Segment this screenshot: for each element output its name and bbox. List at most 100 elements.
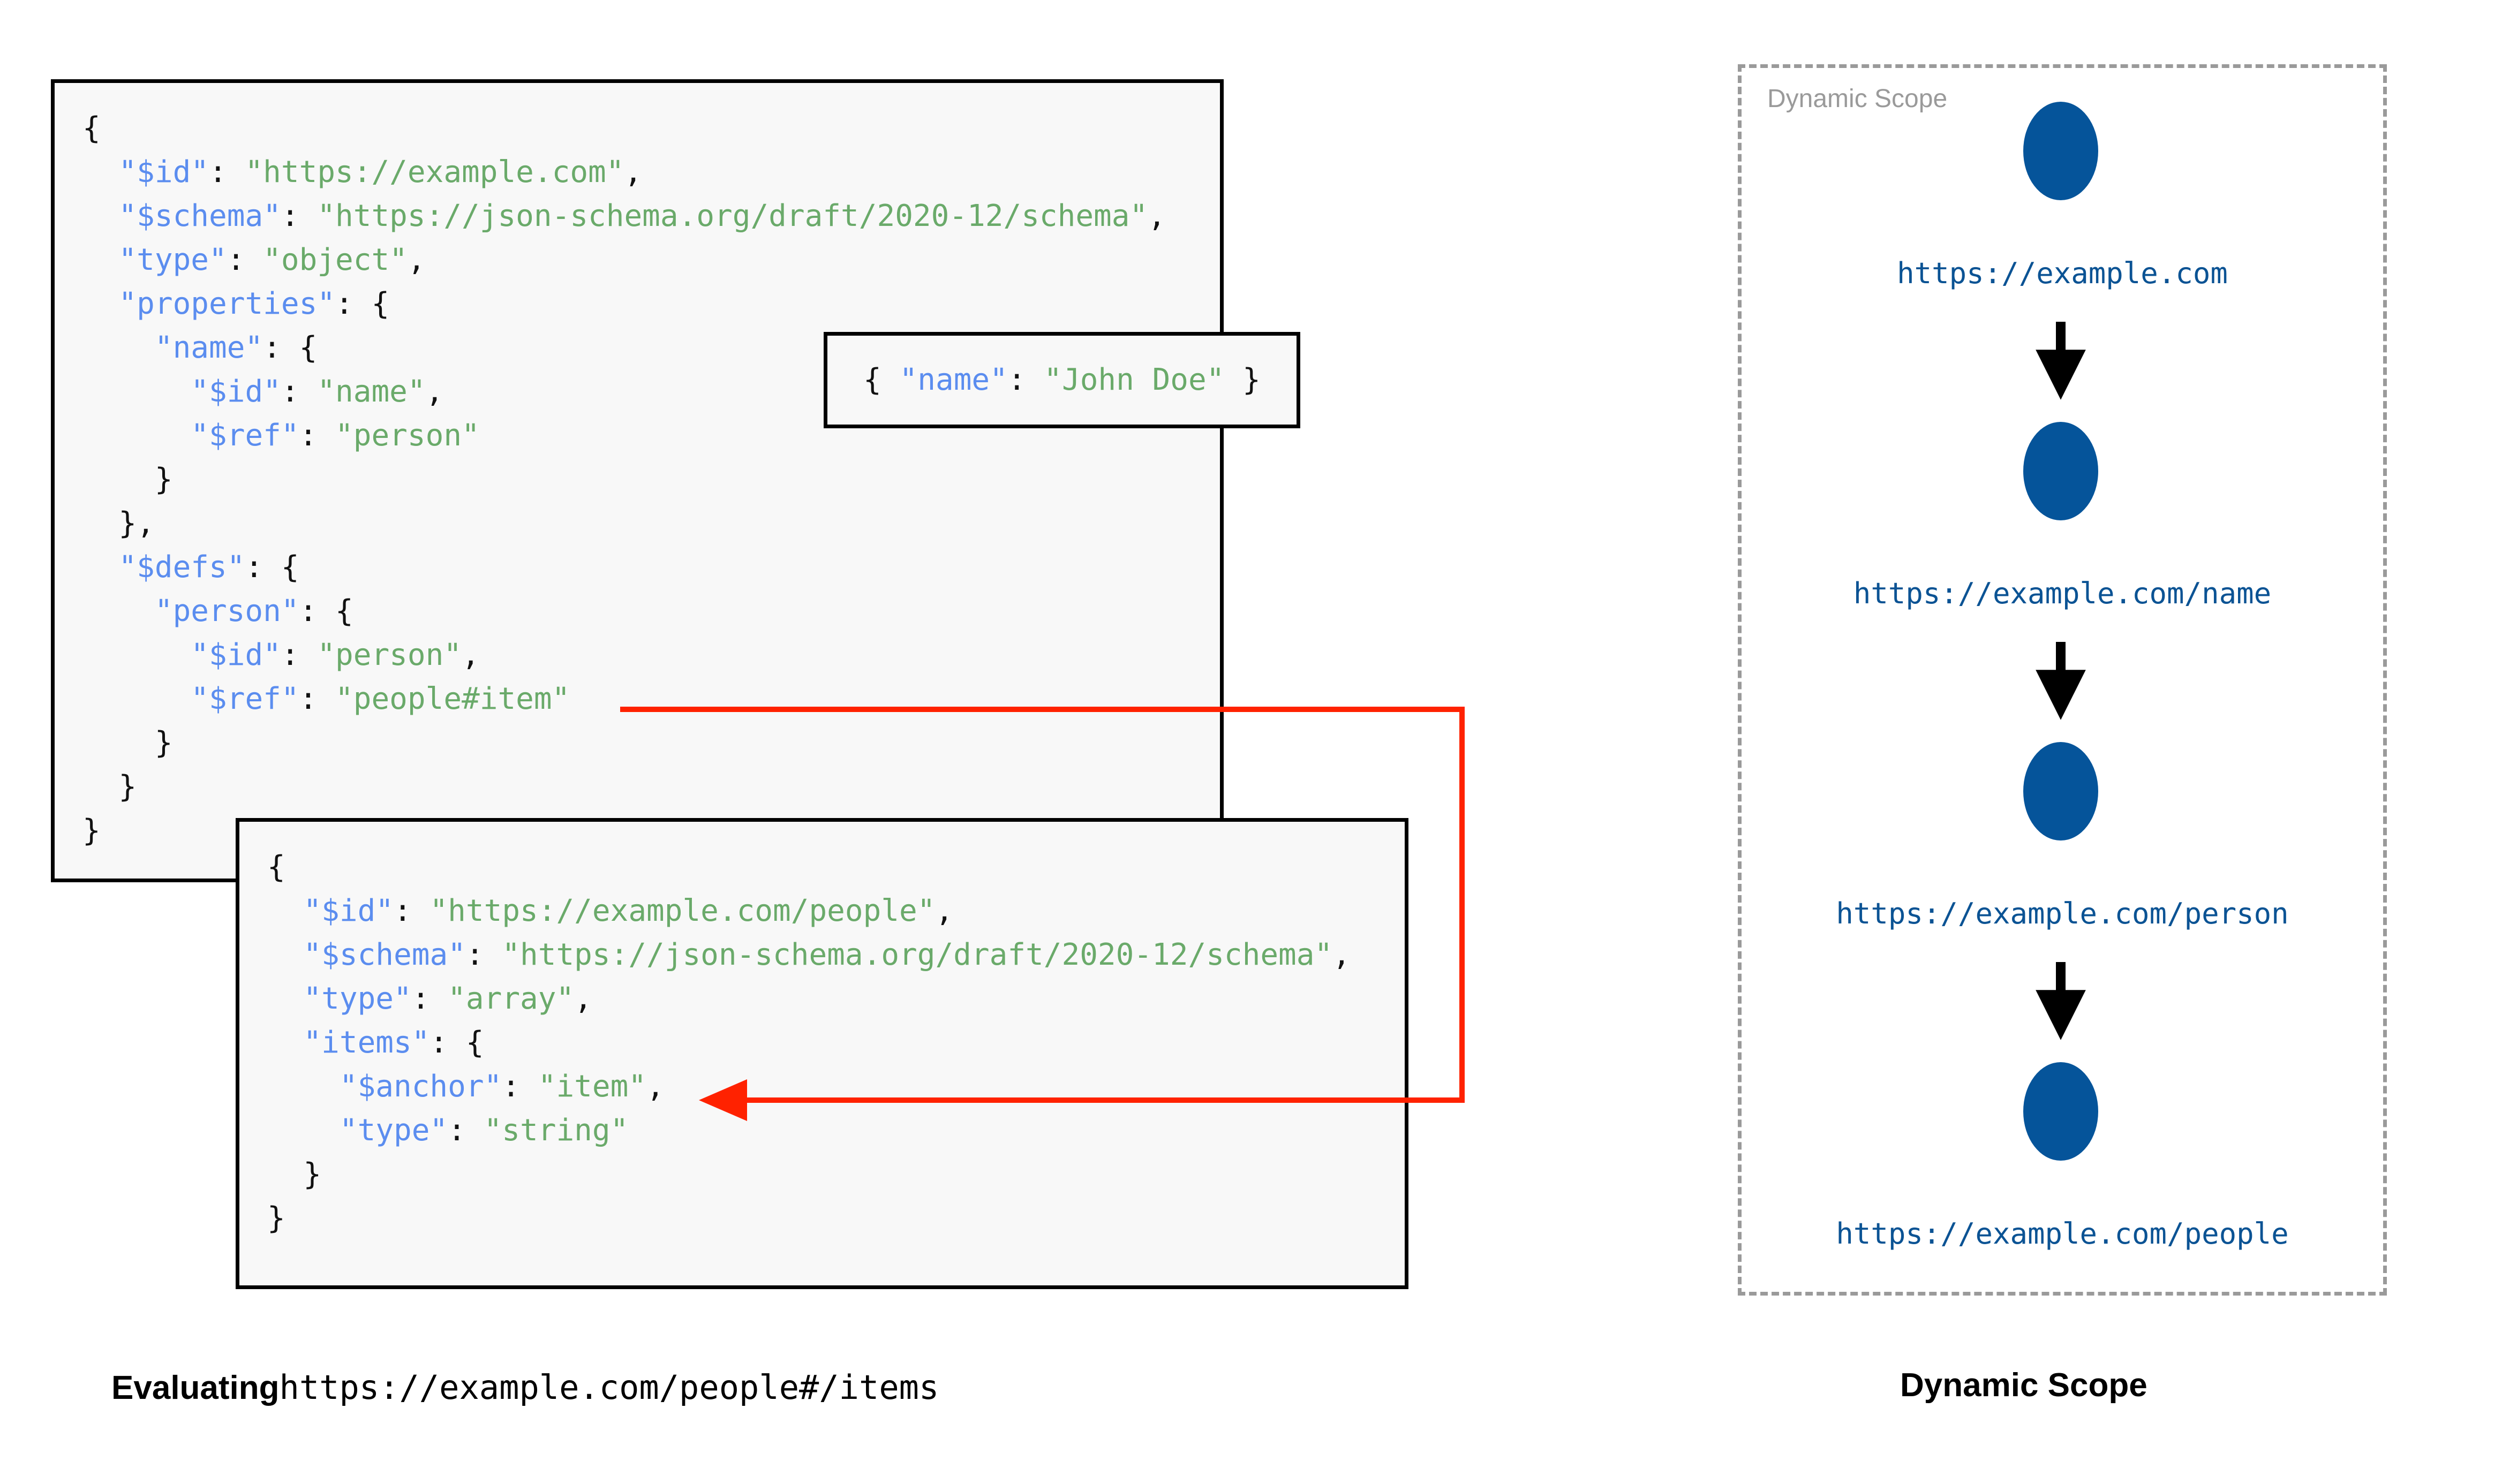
code-line: "$anchor": "item", [267,1065,1405,1109]
json-punct: , [425,374,444,409]
json-punct: } [267,1201,285,1236]
json-string: "https://json-schema.org/draft/2020-12/s… [317,199,1148,233]
json-punct [82,199,118,233]
json-punct: { [863,362,900,397]
json-key: "$ref" [191,682,299,716]
code-line: }, [82,502,1220,546]
json-string: "John Doe" [1044,362,1225,397]
json-punct: } [82,769,137,804]
json-string: "object" [263,243,408,277]
json-punct: : [465,937,502,972]
json-key: "type" [303,981,412,1016]
json-key: "$id" [118,155,209,190]
evaluating-caption-url: https://example.com/people#/items [279,1368,939,1407]
json-punct [267,894,303,928]
json-punct: , [935,894,954,928]
json-key: "$defs" [118,550,245,585]
json-punct: , [462,638,480,672]
code-line: "type": "string" [267,1109,1405,1153]
json-key: "$id" [191,374,281,409]
json-string: "person" [335,418,480,453]
json-punct [82,638,191,672]
code-line: "$id": "name", [82,370,1220,414]
json-punct: : [299,418,336,453]
dynamic-scope-caption: Dynamic Scope [1900,1367,2147,1404]
code-line: "$schema": "https://json-schema.org/draf… [82,194,1220,238]
json-punct [82,330,155,365]
json-punct [267,1069,340,1104]
json-punct: , [1332,937,1351,972]
json-punct [267,981,303,1016]
json-punct: , [574,981,592,1016]
json-punct: } [82,462,173,497]
json-punct: } [82,813,101,848]
json-punct [82,550,118,585]
json-punct [82,418,191,453]
json-string: "people#item" [335,682,570,716]
json-punct: : [1007,362,1044,397]
instance-code-box: { "name": "John Doe" } [824,332,1300,428]
json-key: "$schema" [303,937,466,972]
json-punct [82,155,118,190]
json-punct: : [502,1069,538,1104]
json-punct: } [1224,362,1261,397]
code-line: { [267,845,1405,889]
json-key: "name" [154,330,263,365]
code-line: "$id": "https://example.com/people", [267,889,1405,933]
json-punct: , [1148,199,1166,233]
people-schema-code-box: { "$id": "https://example.com/people", "… [236,818,1408,1289]
json-punct: , [624,155,643,190]
code-line: "$ref": "person" [82,414,1220,458]
json-punct: , [646,1069,665,1104]
json-punct: : [281,199,318,233]
code-line: "name": { [82,326,1220,370]
json-punct: : [448,1113,484,1148]
code-line: "type": "object", [82,238,1220,282]
json-punct: : { [245,550,299,585]
scope-node-circle-3 [2023,1062,2098,1161]
code-line: "properties": { [82,282,1220,326]
evaluating-caption: Evaluatinghttps://example.com/people#/it… [111,1368,939,1407]
json-string: "name" [317,374,426,409]
json-punct: { [82,111,101,146]
json-punct: , [407,243,426,277]
json-punct: : [227,243,263,277]
json-key: "$id" [303,894,394,928]
json-key: "type" [118,243,227,277]
json-punct [82,374,191,409]
code-line: } [267,1197,1405,1240]
code-line: } [82,765,1220,809]
json-punct: : { [299,594,353,629]
json-key: "name" [899,362,1008,397]
json-punct: } [82,725,173,760]
scope-node-label-3: https://example.com/people [1836,1217,2289,1251]
json-punct [267,937,303,972]
json-key: "$schema" [118,199,281,233]
json-key: "person" [154,594,299,629]
json-punct [82,594,155,629]
json-key: "type" [339,1113,448,1148]
json-punct [267,1025,303,1060]
json-punct: : [299,682,336,716]
code-line: { [82,107,1220,150]
json-key: "$anchor" [339,1069,502,1104]
code-line: "$id": "https://example.com", [82,150,1220,194]
json-string: "https://json-schema.org/draft/2020-12/s… [502,937,1333,972]
json-key: "$id" [191,638,281,672]
scope-node-circle-1 [2023,422,2098,520]
json-punct [82,243,118,277]
json-punct: : { [335,286,390,321]
json-string: "person" [317,638,462,672]
json-string: "item" [538,1069,647,1104]
json-string: "string" [484,1113,629,1148]
dynamic-scope-panel-label: Dynamic Scope [1767,85,1948,113]
json-key: "$ref" [191,418,299,453]
json-punct: { [267,850,285,884]
dynamic-scope-panel [1738,64,2387,1296]
json-string: "https://example.com/people" [429,894,936,928]
json-punct: } [267,1157,322,1192]
json-punct: : [394,894,430,928]
json-punct: : [411,981,448,1016]
code-line: } [82,721,1220,765]
